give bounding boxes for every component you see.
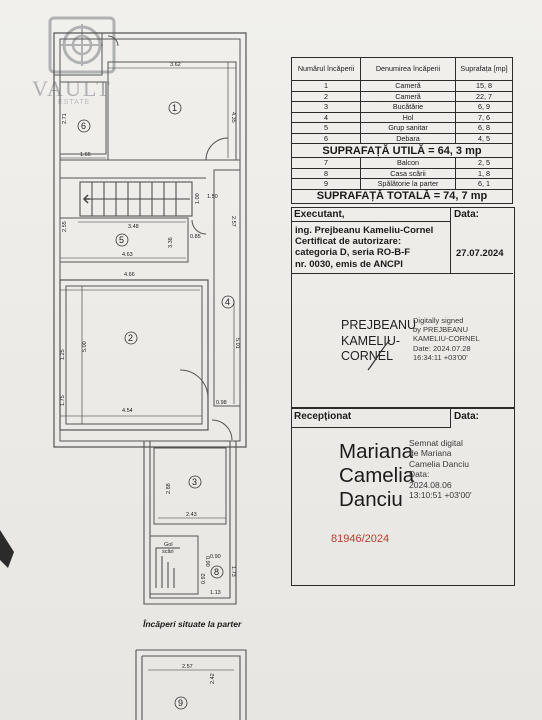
dim-label: 4.54 bbox=[122, 408, 133, 414]
dim-label: 2.55 bbox=[62, 221, 68, 232]
dim-label: 1.73 bbox=[230, 566, 236, 577]
dim-label: 2.57 bbox=[230, 216, 236, 227]
executant-date: 27.07.2024 bbox=[456, 248, 504, 259]
room-number-8: 8 bbox=[214, 567, 219, 577]
useful-area-total: SUPRAFAȚĂ UTILĂ = 64, 3 mp bbox=[291, 143, 513, 158]
receptionat-box bbox=[291, 407, 515, 586]
dim-label: 2.88 bbox=[166, 483, 172, 494]
room-8-outline bbox=[149, 535, 199, 595]
dim-label: 5.01 bbox=[234, 338, 240, 349]
total-area: SUPRAFAȚĂ TOTALĂ = 74, 7 mp bbox=[291, 188, 513, 204]
room-number-4: 4 bbox=[225, 297, 230, 307]
room-number-6: 6 bbox=[81, 121, 86, 131]
receptionat-digital-signature-note: Semnat digital de Mariana Camelia Danciu… bbox=[409, 438, 472, 501]
dim-label: 0.85 bbox=[190, 234, 201, 240]
executant-digital-signature-note: Digitally signed by PREJBEANU KAMELIU-CO… bbox=[413, 316, 480, 362]
executant-label: Executant, bbox=[294, 209, 345, 220]
receptionat-label: Recepționat bbox=[294, 411, 352, 422]
receptionat-signature: Mariana Camelia Danciu bbox=[339, 440, 415, 511]
room-5-outline bbox=[59, 217, 189, 263]
vault-estate-logo: VAULT ESTATE bbox=[28, 14, 124, 106]
logo-subtitle: ESTATE bbox=[58, 99, 91, 106]
dim-label: 2.42 bbox=[210, 673, 216, 684]
room-number-1: 1 bbox=[172, 103, 177, 113]
dim-label: 3.62 bbox=[170, 62, 181, 68]
dim-label: 2.71 bbox=[62, 113, 68, 124]
dimension-labels: 3.62 4.35 2.71 1.66 1.50 1.00 2.55 3.48 … bbox=[60, 62, 240, 684]
header-room-name: Denumirea încăperii bbox=[360, 57, 456, 81]
dim-label: 0.90 bbox=[204, 556, 210, 567]
room-number-2: 2 bbox=[128, 333, 133, 343]
rooms-area-table: Numărul încăperii Denumirea încăperii Su… bbox=[291, 57, 513, 204]
dim-label: 0.92 bbox=[201, 573, 207, 584]
page-edge-mark bbox=[0, 530, 14, 568]
header-area: Suprafața [mp] bbox=[455, 57, 513, 81]
gol-label: Gol bbox=[164, 542, 173, 548]
dim-label: 0.90 bbox=[210, 554, 221, 560]
receptionat-date-label: Data: bbox=[454, 411, 480, 422]
dim-label: 4.66 bbox=[124, 272, 135, 278]
dim-label: 1.66 bbox=[80, 152, 91, 158]
room-2-outline bbox=[59, 279, 209, 431]
dim-label: 3.36 bbox=[168, 237, 174, 248]
executant-box bbox=[291, 207, 515, 409]
dim-label: 0.98 bbox=[216, 400, 227, 406]
dim-label: 3.48 bbox=[128, 224, 139, 230]
executant-details: ing. Prejbeanu Kameliu-Cornel Certificat… bbox=[295, 225, 434, 270]
dim-label: 1.00 bbox=[195, 193, 201, 204]
ground-floor-caption: Încăperi situate la parter bbox=[143, 619, 242, 629]
header-room-number: Numărul încăperii bbox=[291, 57, 361, 81]
dim-label: 4.63 bbox=[122, 252, 133, 258]
dim-label: 1.50 bbox=[207, 194, 218, 200]
logo-wordmark: VAULT bbox=[32, 76, 112, 101]
vault-seal-icon bbox=[48, 16, 116, 74]
staircase bbox=[79, 181, 193, 217]
dim-label: 1.25 bbox=[60, 349, 66, 360]
room-number-3: 3 bbox=[192, 477, 197, 487]
dim-label: 2.57 bbox=[182, 664, 193, 670]
room-4-outline bbox=[213, 169, 241, 407]
dim-label: 4.35 bbox=[230, 112, 236, 123]
dim-label: 1.75 bbox=[60, 395, 66, 406]
gol-label: scări bbox=[162, 549, 174, 555]
registration-number: 81946/2024 bbox=[331, 533, 390, 545]
room-number-9: 9 bbox=[178, 698, 183, 708]
room-number-5: 5 bbox=[119, 235, 124, 245]
signature-stroke-icon bbox=[367, 339, 391, 371]
dim-label: 2.43 bbox=[186, 512, 197, 518]
room-6-outline bbox=[59, 81, 107, 155]
dim-label: 1.13 bbox=[210, 590, 221, 596]
floor-plan: 1 6 5 4 2 3 8 9 3.62 4.35 2.71 1.66 1.50… bbox=[0, 32, 247, 720]
room-numbers: 1 6 5 4 2 3 8 9 bbox=[77, 101, 235, 710]
executant-date-label: Data: bbox=[454, 209, 480, 220]
dim-label: 5.00 bbox=[82, 341, 88, 352]
room-3-outline bbox=[153, 447, 227, 525]
